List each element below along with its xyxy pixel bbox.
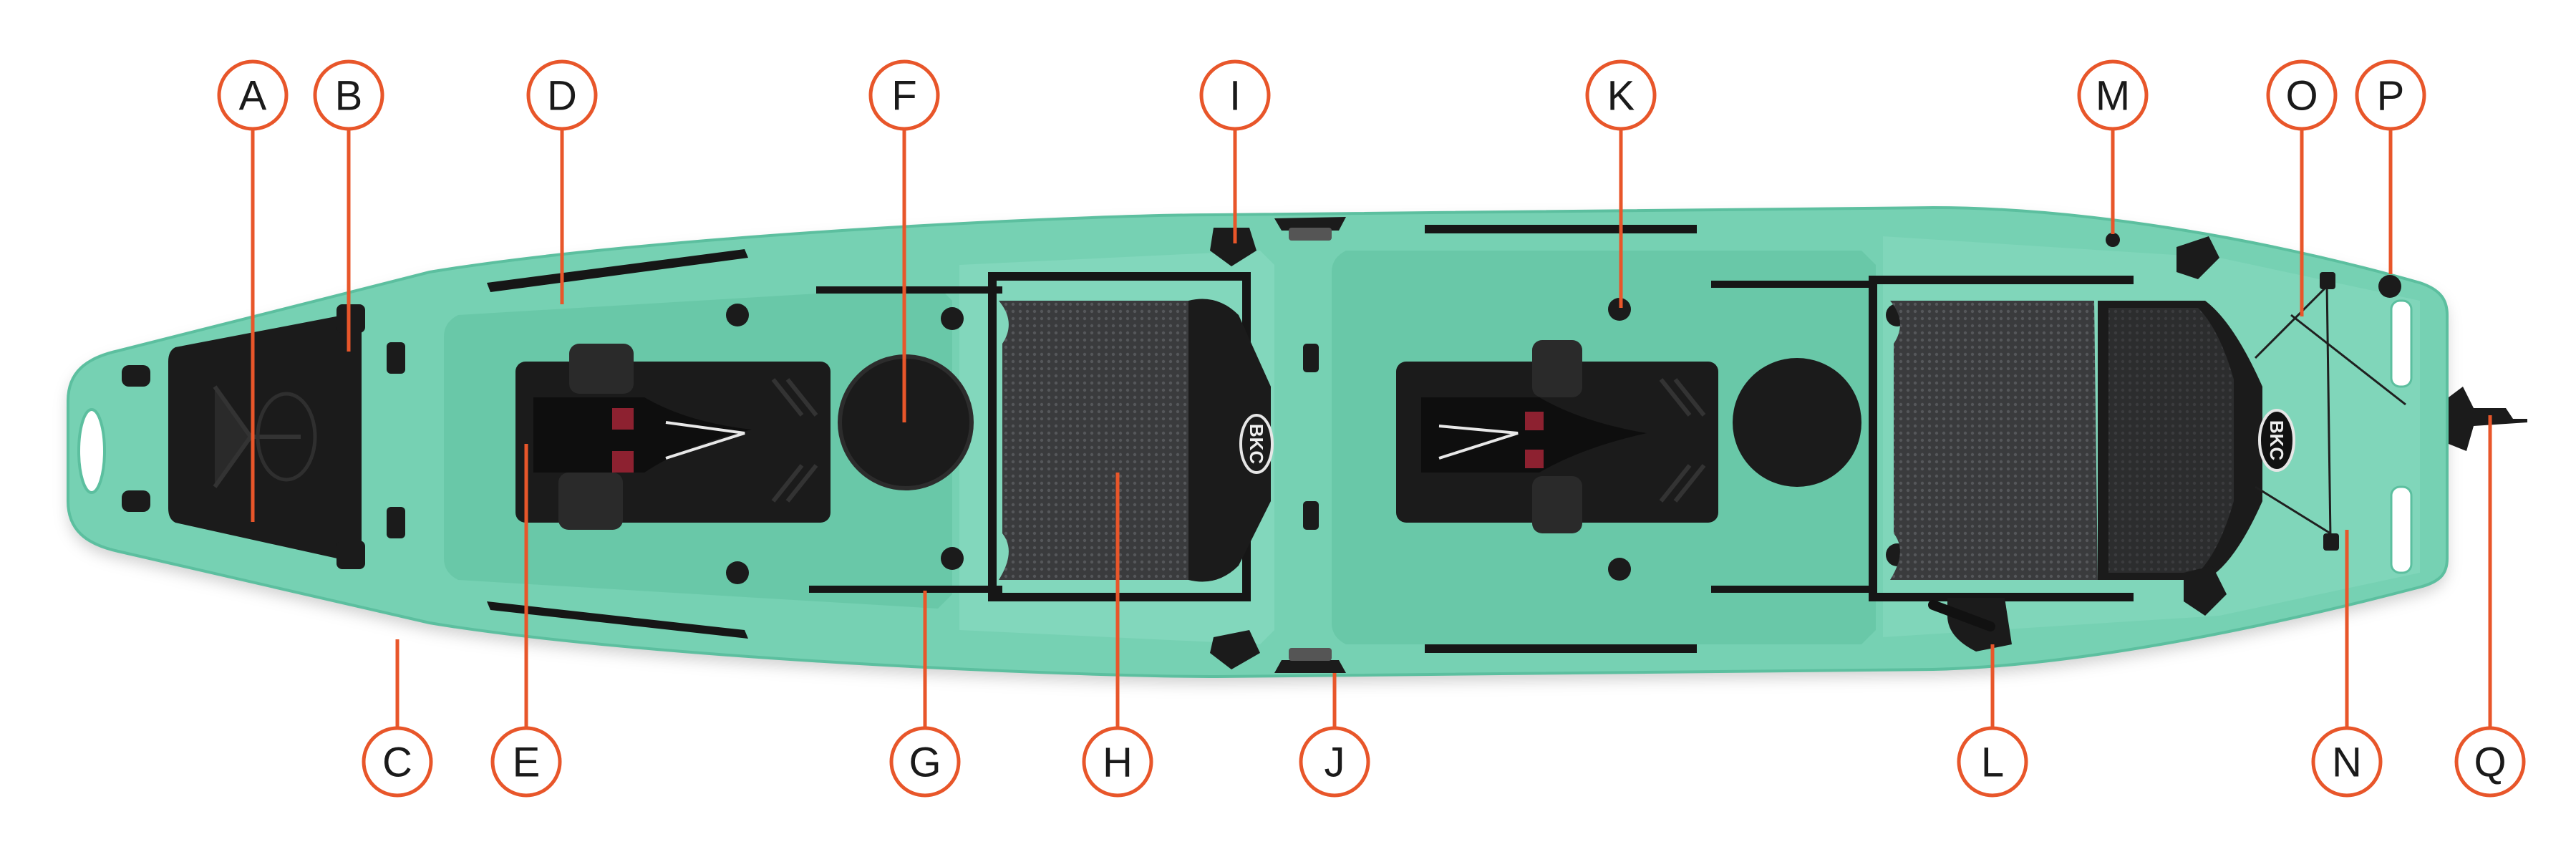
callout-H: H [1082, 473, 1153, 798]
callout-label: C [382, 740, 412, 786]
callout-A: A [217, 59, 289, 522]
callout-C: C [362, 639, 433, 798]
callout-O: O [2266, 59, 2338, 316]
bow-deck-fittings [122, 304, 365, 569]
stern-handle-slot-top [2390, 299, 2413, 388]
callout-label: J [1325, 740, 1345, 786]
bow-carry-handle [77, 408, 106, 494]
callout-N: N [2311, 530, 2383, 798]
callout-M: M [2077, 59, 2149, 234]
stern-bungee [2254, 272, 2406, 551]
callout-label: F [891, 73, 916, 120]
rear-seat-logo: BKC [2266, 420, 2287, 461]
callout-I: I [1199, 59, 1271, 243]
mid-fittings [1210, 217, 1346, 673]
callout-E: E [490, 444, 562, 798]
hull-outline [67, 205, 2449, 679]
callout-label: K [1607, 73, 1635, 120]
stern-fittings [1928, 233, 2401, 652]
callout-K: K [1585, 59, 1657, 308]
callout-label: G [909, 740, 941, 786]
callout-D: D [526, 59, 598, 304]
callout-P: P [2355, 59, 2426, 274]
callout-label: L [1981, 740, 2004, 786]
front-seat: BKC [988, 272, 1274, 601]
rudder [2449, 387, 2527, 451]
rear-pedal-drive [1396, 340, 1718, 533]
scupper-plugs [726, 298, 1909, 584]
callout-B: B [313, 59, 384, 352]
callout-label: N [2332, 740, 2362, 786]
callout-label: M [2096, 73, 2130, 120]
callout-F: F [868, 59, 940, 422]
callout-label: I [1229, 73, 1241, 120]
callout-label: B [335, 73, 363, 120]
paddle-clips-front [387, 342, 405, 538]
callout-label: O [2285, 73, 2318, 120]
gear-rails [487, 225, 1876, 653]
callout-J: J [1299, 673, 1370, 798]
callout-label: H [1103, 740, 1133, 786]
front-pedal-drive [515, 344, 831, 530]
front-seat-logo: BKC [1246, 424, 1267, 465]
round-hatch-rear [1733, 358, 1861, 487]
callout-G: G [889, 591, 961, 798]
callout-label: Q [2474, 740, 2506, 786]
callout-Q: Q [2454, 415, 2526, 798]
stern-handle-slot-bottom [2390, 485, 2413, 574]
callout-label: A [239, 73, 267, 120]
callout-L: L [1957, 644, 2028, 798]
bow-hatch-logo-emboss [256, 392, 317, 482]
callout-label: P [2377, 73, 2405, 120]
callout-label: D [547, 73, 577, 120]
callout-label: E [513, 740, 541, 786]
rear-seat: BKC [1869, 276, 2295, 601]
